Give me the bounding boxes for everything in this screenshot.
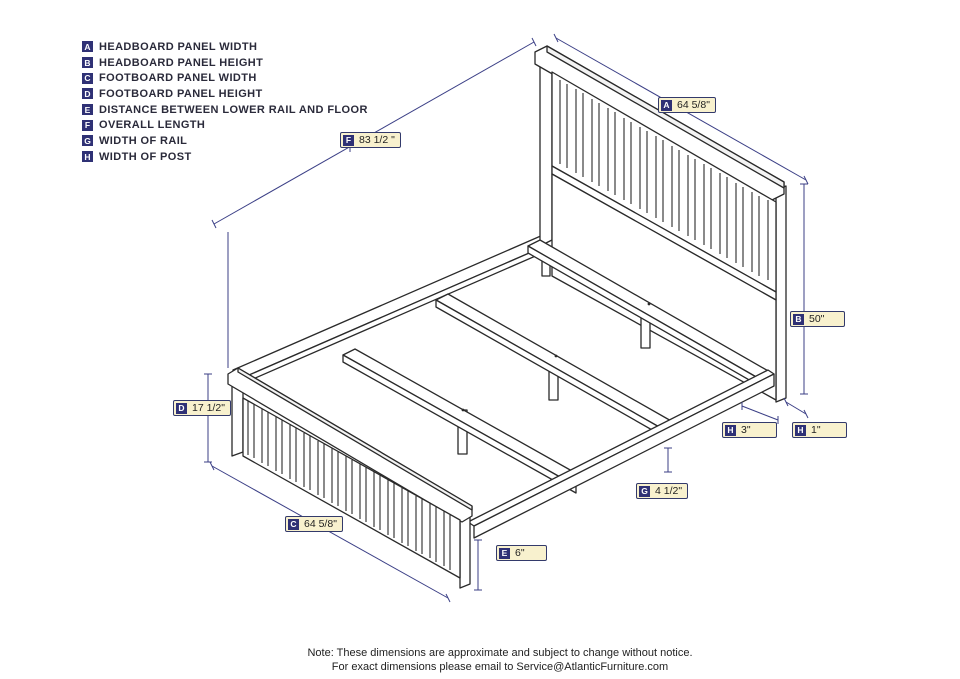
dim-line-c [209,461,451,603]
dimension-tag-h-post: H 3" [722,422,777,438]
tag-letter-g: G [639,485,650,497]
tag-value-c: 64 5/8" [304,518,337,530]
dim-line-g [664,447,672,473]
dimension-tag-f: F 83 1/2 " [340,132,401,148]
legend-letter-badge: C [82,72,93,84]
legend-label: WIDTH OF RAIL [99,134,188,147]
dimension-tag-h-leg: H 1" [792,422,847,438]
slat-markers [461,302,651,412]
dimension-tag-e: E 6" [496,545,547,561]
dimension-tag-g: G 4 1/2" [636,483,689,499]
legend-item-f: F OVERALL LENGTH [82,117,368,133]
tag-letter-b: B [793,313,804,325]
disclaimer-note: Note: These dimensions are approximate a… [300,646,700,674]
tag-value-g: 4 1/2" [655,485,683,497]
cross-slats [342,239,771,494]
tag-letter-d: D [176,402,187,414]
legend-letter-badge: E [82,104,93,116]
headboard-slats [559,80,769,280]
dim-line-e [474,539,482,591]
tag-value-e: 6" [515,547,525,559]
legend-item-b: B HEADBOARD PANEL HEIGHT [82,55,368,71]
legend-letter-badge: H [82,151,93,163]
bed-drawing [227,45,787,589]
tag-letter-e: E [499,547,510,559]
legend-item-a: A HEADBOARD PANEL WIDTH [82,39,368,55]
legend-item-h: H WIDTH OF POST [82,149,368,165]
tag-value-h-post: 3" [741,424,751,436]
tag-value-b: 50" [809,313,825,325]
legend-item-e: E DISTANCE BETWEEN LOWER RAIL AND FLOOR [82,102,368,118]
tag-letter-c: C [288,518,299,530]
tag-value-f: 83 1/2 " [359,134,395,146]
tag-letter-h-leg: H [795,424,806,436]
dim-line-b [800,183,808,395]
footboard-slats [247,401,451,570]
dim-line-h-post [741,402,779,424]
tag-value-h-leg: 1" [811,424,821,436]
dimension-tag-b: B 50" [790,311,845,327]
legend-item-d: D FOOTBOARD PANEL HEIGHT [82,86,368,102]
tag-letter-a: A [661,99,672,111]
legend-label: HEADBOARD PANEL HEIGHT [99,56,264,69]
tag-letter-h-post: H [725,424,736,436]
tag-letter-f: F [343,134,354,146]
dim-line-h-leg [783,397,809,419]
front-side-rail [467,369,775,539]
dimension-tag-a: A 64 5/8" [658,97,716,113]
legend-label: HEADBOARD PANEL WIDTH [99,40,258,53]
legend-letter-badge: F [82,119,93,131]
footboard [227,367,473,589]
tag-value-a: 64 5/8" [677,99,710,111]
dimension-lines [204,33,809,603]
legend-item-g: G WIDTH OF RAIL [82,133,368,149]
dim-line-d [204,373,212,463]
legend-label: FOOTBOARD PANEL HEIGHT [99,87,263,100]
legend-letter-badge: D [82,88,93,100]
note-line-2: For exact dimensions please email to Ser… [331,661,669,673]
legend-label: WIDTH OF POST [99,150,192,163]
legend-letter-badge: A [82,41,93,53]
legend-label: DISTANCE BETWEEN LOWER RAIL AND FLOOR [99,103,368,116]
legend-item-c: C FOOTBOARD PANEL WIDTH [82,70,368,86]
tag-value-d: 17 1/2" [192,402,225,414]
dimension-tag-c: C 64 5/8" [285,516,343,532]
legend-letter-badge: B [82,57,93,69]
note-line-1: Note: These dimensions are approximate a… [307,647,693,659]
legend-letter-badge: G [82,135,93,147]
back-side-rail [232,234,548,387]
dimension-tag-d: D 17 1/2" [173,400,231,416]
legend: A HEADBOARD PANEL WIDTH B HEADBOARD PANEL H… [82,39,368,165]
legend-label: FOOTBOARD PANEL WIDTH [99,72,257,85]
legend-label: OVERALL LENGTH [99,119,206,132]
